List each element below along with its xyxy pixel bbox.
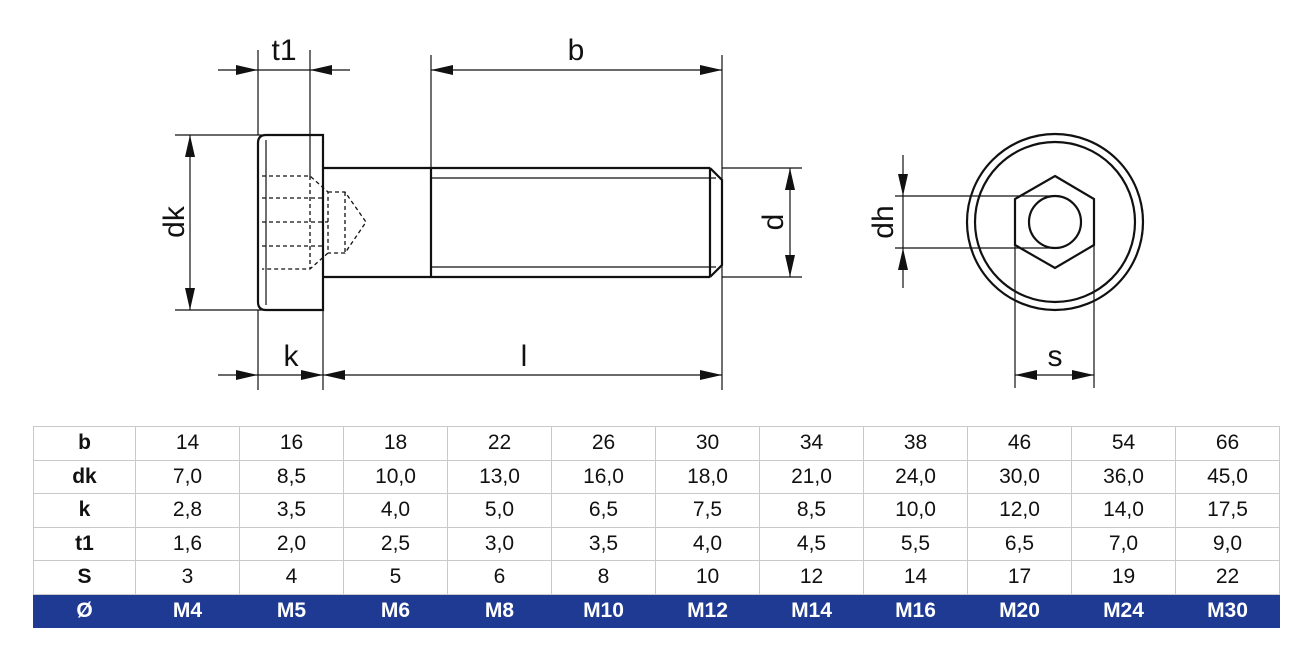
table-cell: M10 xyxy=(551,593,656,628)
table-cell: 30 xyxy=(655,426,760,461)
label-dk: dk xyxy=(158,205,191,238)
table-cell: 2,5 xyxy=(343,526,448,561)
table-cell: 6,5 xyxy=(551,493,656,528)
row-header: b xyxy=(33,426,136,461)
table-cell: M5 xyxy=(239,593,344,628)
table-cell: 12 xyxy=(759,560,864,595)
table-cell: 5 xyxy=(343,560,448,595)
table-cell: 3,5 xyxy=(551,526,656,561)
table-cell: M16 xyxy=(863,593,968,628)
table-cell: 3 xyxy=(135,560,240,595)
table-cell: M12 xyxy=(655,593,760,628)
table-cell: 26 xyxy=(551,426,656,461)
screw-technical-drawing: t1 b k l s dk d dh xyxy=(158,34,1145,390)
label-t1: t1 xyxy=(271,34,296,67)
label-k: k xyxy=(284,340,300,373)
table-cell: 30,0 xyxy=(967,459,1072,494)
table-cell: 36,0 xyxy=(1071,459,1176,494)
label-s: s xyxy=(1048,340,1063,373)
table-cell: M4 xyxy=(135,593,240,628)
table-cell: 10,0 xyxy=(863,493,968,528)
row-header: S xyxy=(33,560,136,595)
table-cell: 45,0 xyxy=(1175,459,1280,494)
table-cell: 13,0 xyxy=(447,459,552,494)
row-header: k xyxy=(33,493,136,528)
table-cell: 9,0 xyxy=(1175,526,1280,561)
table-cell: 54 xyxy=(1071,426,1176,461)
table-cell: 16 xyxy=(239,426,344,461)
screw-side-view xyxy=(256,133,724,312)
label-d: d xyxy=(757,214,790,231)
table-cell: 38 xyxy=(863,426,968,461)
table-cell: 7,5 xyxy=(655,493,760,528)
table-cell: 5,0 xyxy=(447,493,552,528)
table-cell: 66 xyxy=(1175,426,1280,461)
table-cell: 21,0 xyxy=(759,459,864,494)
table-cell: 14 xyxy=(135,426,240,461)
table-cell: 18,0 xyxy=(655,459,760,494)
table-cell: M24 xyxy=(1071,593,1176,628)
table-cell: 14,0 xyxy=(1071,493,1176,528)
table-cell: 4,5 xyxy=(759,526,864,561)
label-b: b xyxy=(568,34,585,67)
row-header: dk xyxy=(33,459,136,494)
table-cell: 7,0 xyxy=(1071,526,1176,561)
table-cell: 19 xyxy=(1071,560,1176,595)
table-cell: M8 xyxy=(447,593,552,628)
table-cell: 22 xyxy=(447,426,552,461)
table-cell: 17 xyxy=(967,560,1072,595)
table-cell: 46 xyxy=(967,426,1072,461)
table-cell: 8,5 xyxy=(759,493,864,528)
table-cell: 18 xyxy=(343,426,448,461)
table-cell: 7,0 xyxy=(135,459,240,494)
screw-end-view xyxy=(965,132,1145,312)
table-cell: 2,8 xyxy=(135,493,240,528)
table-cell: M6 xyxy=(343,593,448,628)
table-cell: 14 xyxy=(863,560,968,595)
table-cell: 5,5 xyxy=(863,526,968,561)
row-header: t1 xyxy=(33,526,136,561)
table-cell: 16,0 xyxy=(551,459,656,494)
table-cell: M30 xyxy=(1175,593,1280,628)
table-cell: 4 xyxy=(239,560,344,595)
table-cell: 1,6 xyxy=(135,526,240,561)
table-cell: 2,0 xyxy=(239,526,344,561)
label-l: l xyxy=(521,340,528,373)
table-cell: 4,0 xyxy=(343,493,448,528)
table-cell: 3,0 xyxy=(447,526,552,561)
label-dh: dh xyxy=(867,205,900,238)
table-cell: M14 xyxy=(759,593,864,628)
table-cell: 12,0 xyxy=(967,493,1072,528)
table-cell: 17,5 xyxy=(1175,493,1280,528)
table-cell: 6,5 xyxy=(967,526,1072,561)
row-header: Ø xyxy=(33,593,136,628)
dimension-lines xyxy=(175,50,1095,390)
table-cell: 24,0 xyxy=(863,459,968,494)
table-cell: 34 xyxy=(759,426,864,461)
table-cell: 8 xyxy=(551,560,656,595)
table-cell: M20 xyxy=(967,593,1072,628)
table-cell: 22 xyxy=(1175,560,1280,595)
table-cell: 6 xyxy=(447,560,552,595)
table-cell: 10 xyxy=(655,560,760,595)
table-cell: 3,5 xyxy=(239,493,344,528)
table-cell: 8,5 xyxy=(239,459,344,494)
table-cell: 10,0 xyxy=(343,459,448,494)
table-cell: 4,0 xyxy=(655,526,760,561)
